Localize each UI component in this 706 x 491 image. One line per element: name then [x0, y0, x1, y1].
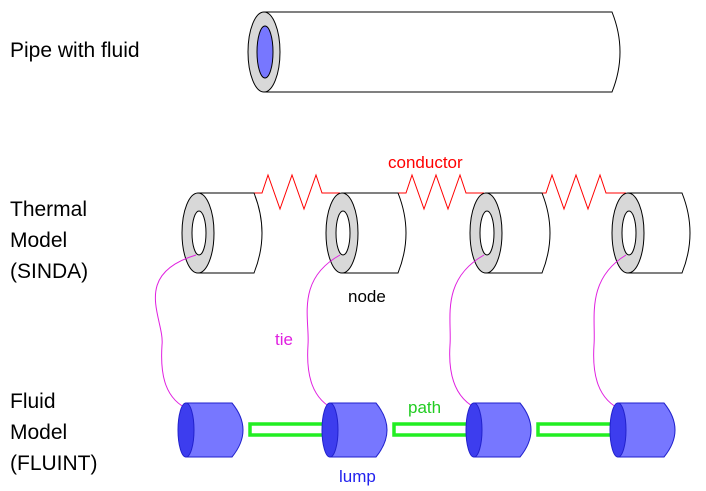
thermal-model-label: Thermal Model (SINDA): [10, 198, 93, 283]
conductor-label: conductor: [388, 153, 463, 172]
path-2: [392, 422, 476, 437]
conductor-3: [514, 173, 626, 211]
thermal-nodes: [181, 192, 691, 274]
tie-2: [306, 254, 341, 411]
fluid-lump-1: [177, 402, 244, 458]
fluid-lump-3: [465, 402, 532, 458]
thermal-node-3: [469, 192, 551, 274]
thermal-node-4: [611, 192, 691, 274]
conductor-2: [370, 173, 484, 211]
fluid-lumps: [177, 402, 676, 458]
fluid-paths: [248, 422, 620, 437]
path-3: [536, 422, 620, 437]
pipe-label: Pipe with fluid: [10, 39, 140, 62]
fluid-lump-2: [321, 402, 388, 458]
conductors: [226, 173, 626, 211]
tie-1: [154, 254, 197, 411]
fluid-lump-4: [609, 402, 676, 458]
tie-4: [593, 254, 627, 411]
thermal-node-1: [181, 192, 263, 274]
ties: [154, 254, 627, 411]
pipe-fluid-core: [256, 25, 274, 79]
lump-label: lump: [339, 467, 376, 486]
tie-3: [449, 254, 485, 411]
thermal-node-2: [325, 192, 407, 274]
tie-label: tie: [275, 330, 293, 349]
conductor-1: [226, 173, 340, 211]
path-label: path: [408, 398, 441, 417]
fluid-model-label: Fluid Model (FLUINT): [10, 390, 98, 475]
pipe-with-fluid: [247, 11, 621, 93]
path-1: [248, 422, 332, 437]
pipe-body: [263, 11, 621, 93]
node-label: node: [348, 287, 386, 306]
